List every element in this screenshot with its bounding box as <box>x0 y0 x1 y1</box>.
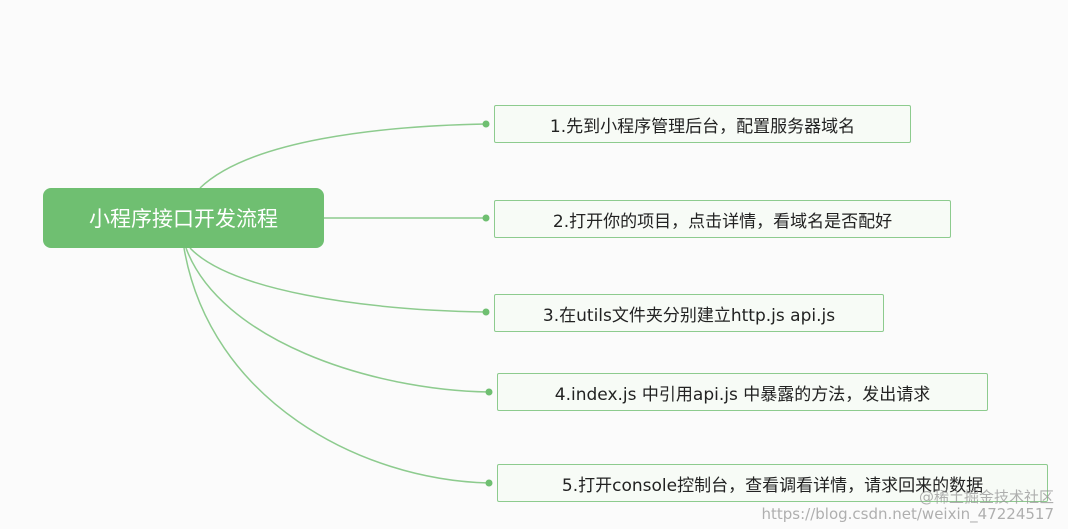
step-node-2: 2.打开你的项目，点击详情，看域名是否配好 <box>494 200 951 238</box>
branch-line-1 <box>199 123 487 189</box>
branch-dot-1 <box>482 120 490 128</box>
step-node-3: 3.在utils文件夹分别建立http.js api.js <box>494 294 884 332</box>
step-node-5: 5.打开console控制台，查看调看详情，请求回来的数据 <box>497 464 1048 502</box>
branch-dot-5 <box>485 479 493 487</box>
branch-dot-4 <box>485 388 493 396</box>
branch-line-5 <box>183 247 490 484</box>
branch-line-4 <box>185 247 490 393</box>
branch-dot-2 <box>482 214 490 222</box>
branch-dot-3 <box>482 308 490 316</box>
step-label-5: 5.打开console控制台，查看调看详情，请求回来的数据 <box>561 475 984 496</box>
step-label-4: 4.index.js 中引用api.js 中暴露的方法，发出请求 <box>554 384 931 405</box>
step-node-4: 4.index.js 中引用api.js 中暴露的方法，发出请求 <box>497 373 988 411</box>
step-label-3: 3.在utils文件夹分别建立http.js api.js <box>542 305 836 326</box>
step-label-1: 1.先到小程序管理后台，配置服务器域名 <box>549 116 856 137</box>
step-node-1: 1.先到小程序管理后台，配置服务器域名 <box>494 105 911 143</box>
step-label-2: 2.打开你的项目，点击详情，看域名是否配好 <box>552 211 893 232</box>
branch-line-3 <box>189 247 487 313</box>
central-topic: 小程序接口开发流程 <box>43 188 324 248</box>
central-topic-label: 小程序接口开发流程 <box>89 207 278 231</box>
